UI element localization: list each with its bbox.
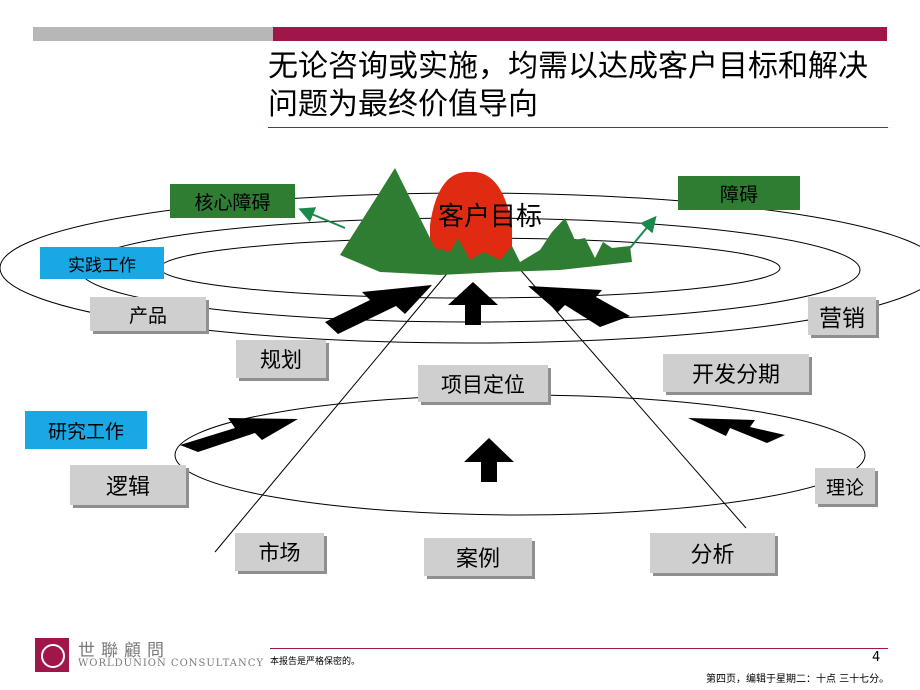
arrow-mid-center — [464, 438, 514, 482]
case-box: 案例 — [424, 538, 532, 576]
header-bar-gray — [33, 27, 273, 41]
practice-work-box: 实践工作 — [40, 247, 164, 279]
goal-dome — [430, 171, 512, 260]
edit-timestamp: 第四页，编辑于星期二：十点 三十七分。 — [706, 674, 890, 685]
confidential-note: 本报告是严格保密的。 — [270, 657, 361, 667]
customer-goal-label: 客户目标 — [438, 202, 543, 232]
phasing-box: 开发分期 — [663, 354, 809, 392]
arrow-mid-right — [688, 418, 785, 443]
planning-box: 规划 — [236, 340, 326, 378]
company-logo-icon — [35, 638, 69, 672]
logic-box: 逻辑 — [70, 465, 186, 505]
header-bar-accent — [273, 27, 887, 41]
title-divider — [268, 127, 888, 128]
radial-line-left — [214, 269, 451, 553]
ring-bottom — [174, 394, 866, 516]
obstacle-box: 障碍 — [678, 176, 800, 210]
logo-english-name: WORLDUNION CONSULTANCY — [78, 658, 264, 669]
research-work-box: 研究工作 — [25, 411, 147, 449]
obstacle-arrow — [629, 215, 657, 249]
arrow-mid-left — [180, 418, 298, 452]
logo-chinese-name: 世聯顧問 — [78, 641, 170, 661]
core-obstacle-arrow — [298, 207, 346, 229]
analysis-box: 分析 — [650, 533, 775, 573]
core-obstacle-box: 核心障碍 — [170, 184, 295, 218]
slide-title: 无论咨询或实施，均需以达成客户目标和解决问题为最终价值导向 — [268, 49, 868, 122]
product-box: 产品 — [90, 297, 206, 331]
arrow-top-left — [325, 285, 432, 334]
theory-box: 理论 — [815, 468, 875, 504]
marketing-box: 营销 — [808, 297, 876, 335]
market-box: 市场 — [235, 533, 324, 571]
mountain-range — [340, 168, 632, 275]
project-positioning-box: 项目定位 — [418, 365, 548, 402]
arrow-top-center — [448, 282, 498, 325]
footer-divider — [270, 648, 888, 649]
page-number: 4 — [872, 650, 881, 665]
arrow-top-right — [528, 286, 630, 327]
